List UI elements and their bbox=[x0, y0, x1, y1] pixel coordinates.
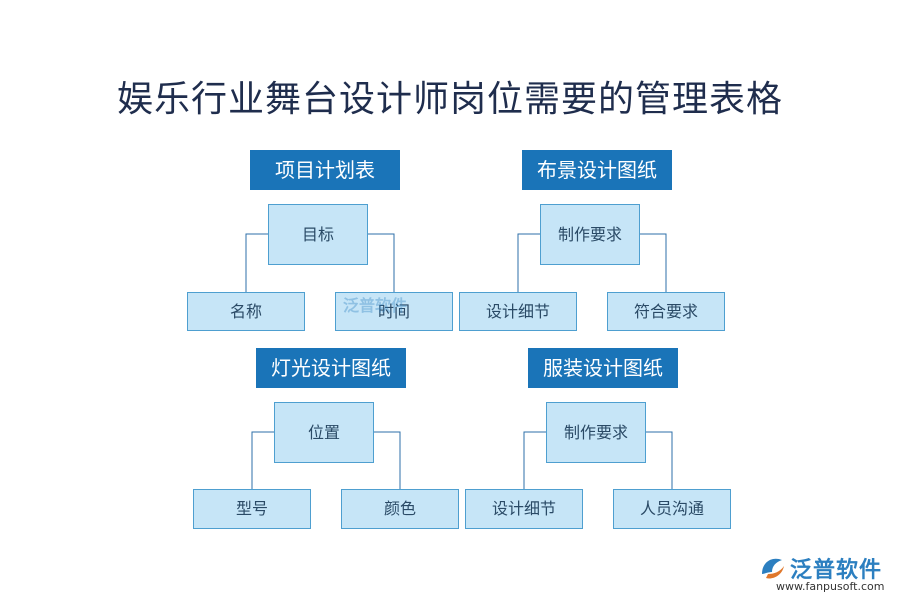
brand-logo: 泛普软件 www.fanpusoft.com bbox=[758, 552, 898, 598]
connector-right bbox=[374, 431, 401, 489]
block-header: 服装设计图纸 bbox=[528, 348, 678, 388]
block-right-node: 时间 bbox=[335, 292, 453, 331]
logo-url: www.fanpusoft.com bbox=[776, 580, 885, 593]
block-root-node: 制作要求 bbox=[546, 402, 646, 463]
block-header: 项目计划表 bbox=[250, 150, 400, 190]
connector-left bbox=[517, 233, 540, 292]
block-root-node: 目标 bbox=[268, 204, 368, 265]
page-title: 娱乐行业舞台设计师岗位需要的管理表格 bbox=[116, 79, 783, 120]
block-left-node: 设计细节 bbox=[465, 489, 583, 529]
connector-right bbox=[640, 233, 667, 292]
block-left-node: 名称 bbox=[187, 292, 305, 331]
block-header: 布景设计图纸 bbox=[522, 150, 672, 190]
connector-right bbox=[368, 233, 395, 292]
connector-left bbox=[245, 233, 268, 292]
block-root-node: 位置 bbox=[274, 402, 374, 463]
block-right-node: 人员沟通 bbox=[613, 489, 731, 529]
block-left-node: 型号 bbox=[193, 489, 311, 529]
logo-name: 泛普软件 bbox=[790, 558, 883, 583]
block-left-node: 设计细节 bbox=[459, 292, 577, 331]
block-right-node: 颜色 bbox=[341, 489, 459, 529]
block-root-node: 制作要求 bbox=[540, 204, 640, 265]
connector-left bbox=[251, 431, 274, 489]
block-right-node: 符合要求 bbox=[607, 292, 725, 331]
connector-right bbox=[646, 431, 673, 489]
connector-left bbox=[523, 431, 546, 489]
block-header: 灯光设计图纸 bbox=[256, 348, 406, 388]
logo-icon bbox=[762, 558, 784, 579]
